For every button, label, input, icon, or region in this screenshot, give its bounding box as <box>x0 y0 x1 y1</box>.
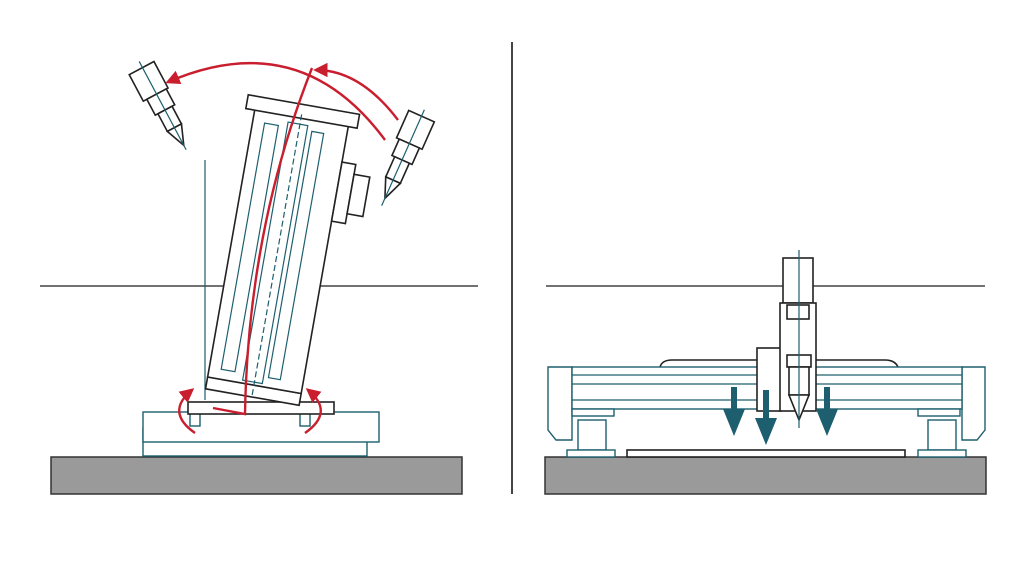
base-platform <box>142 401 380 457</box>
column-deflection-line <box>212 67 314 416</box>
spindle-head <box>756 250 817 428</box>
swing-arrow-right <box>313 62 399 121</box>
swing-arrow-left <box>165 61 386 141</box>
tilted-column <box>204 93 371 407</box>
down-arrow <box>816 387 838 436</box>
right-panel <box>544 250 987 495</box>
ground-block <box>50 456 463 495</box>
tool-right <box>381 109 436 206</box>
down-arrow <box>723 387 745 436</box>
tool-left <box>128 60 187 151</box>
clamping-force-arrows <box>723 387 838 445</box>
workpiece <box>626 449 906 458</box>
left-panel <box>40 60 478 495</box>
down-arrow <box>755 390 777 445</box>
rotate-arrow-left <box>178 388 196 434</box>
rotate-arrow-right <box>304 388 322 434</box>
ground-block <box>544 456 987 495</box>
